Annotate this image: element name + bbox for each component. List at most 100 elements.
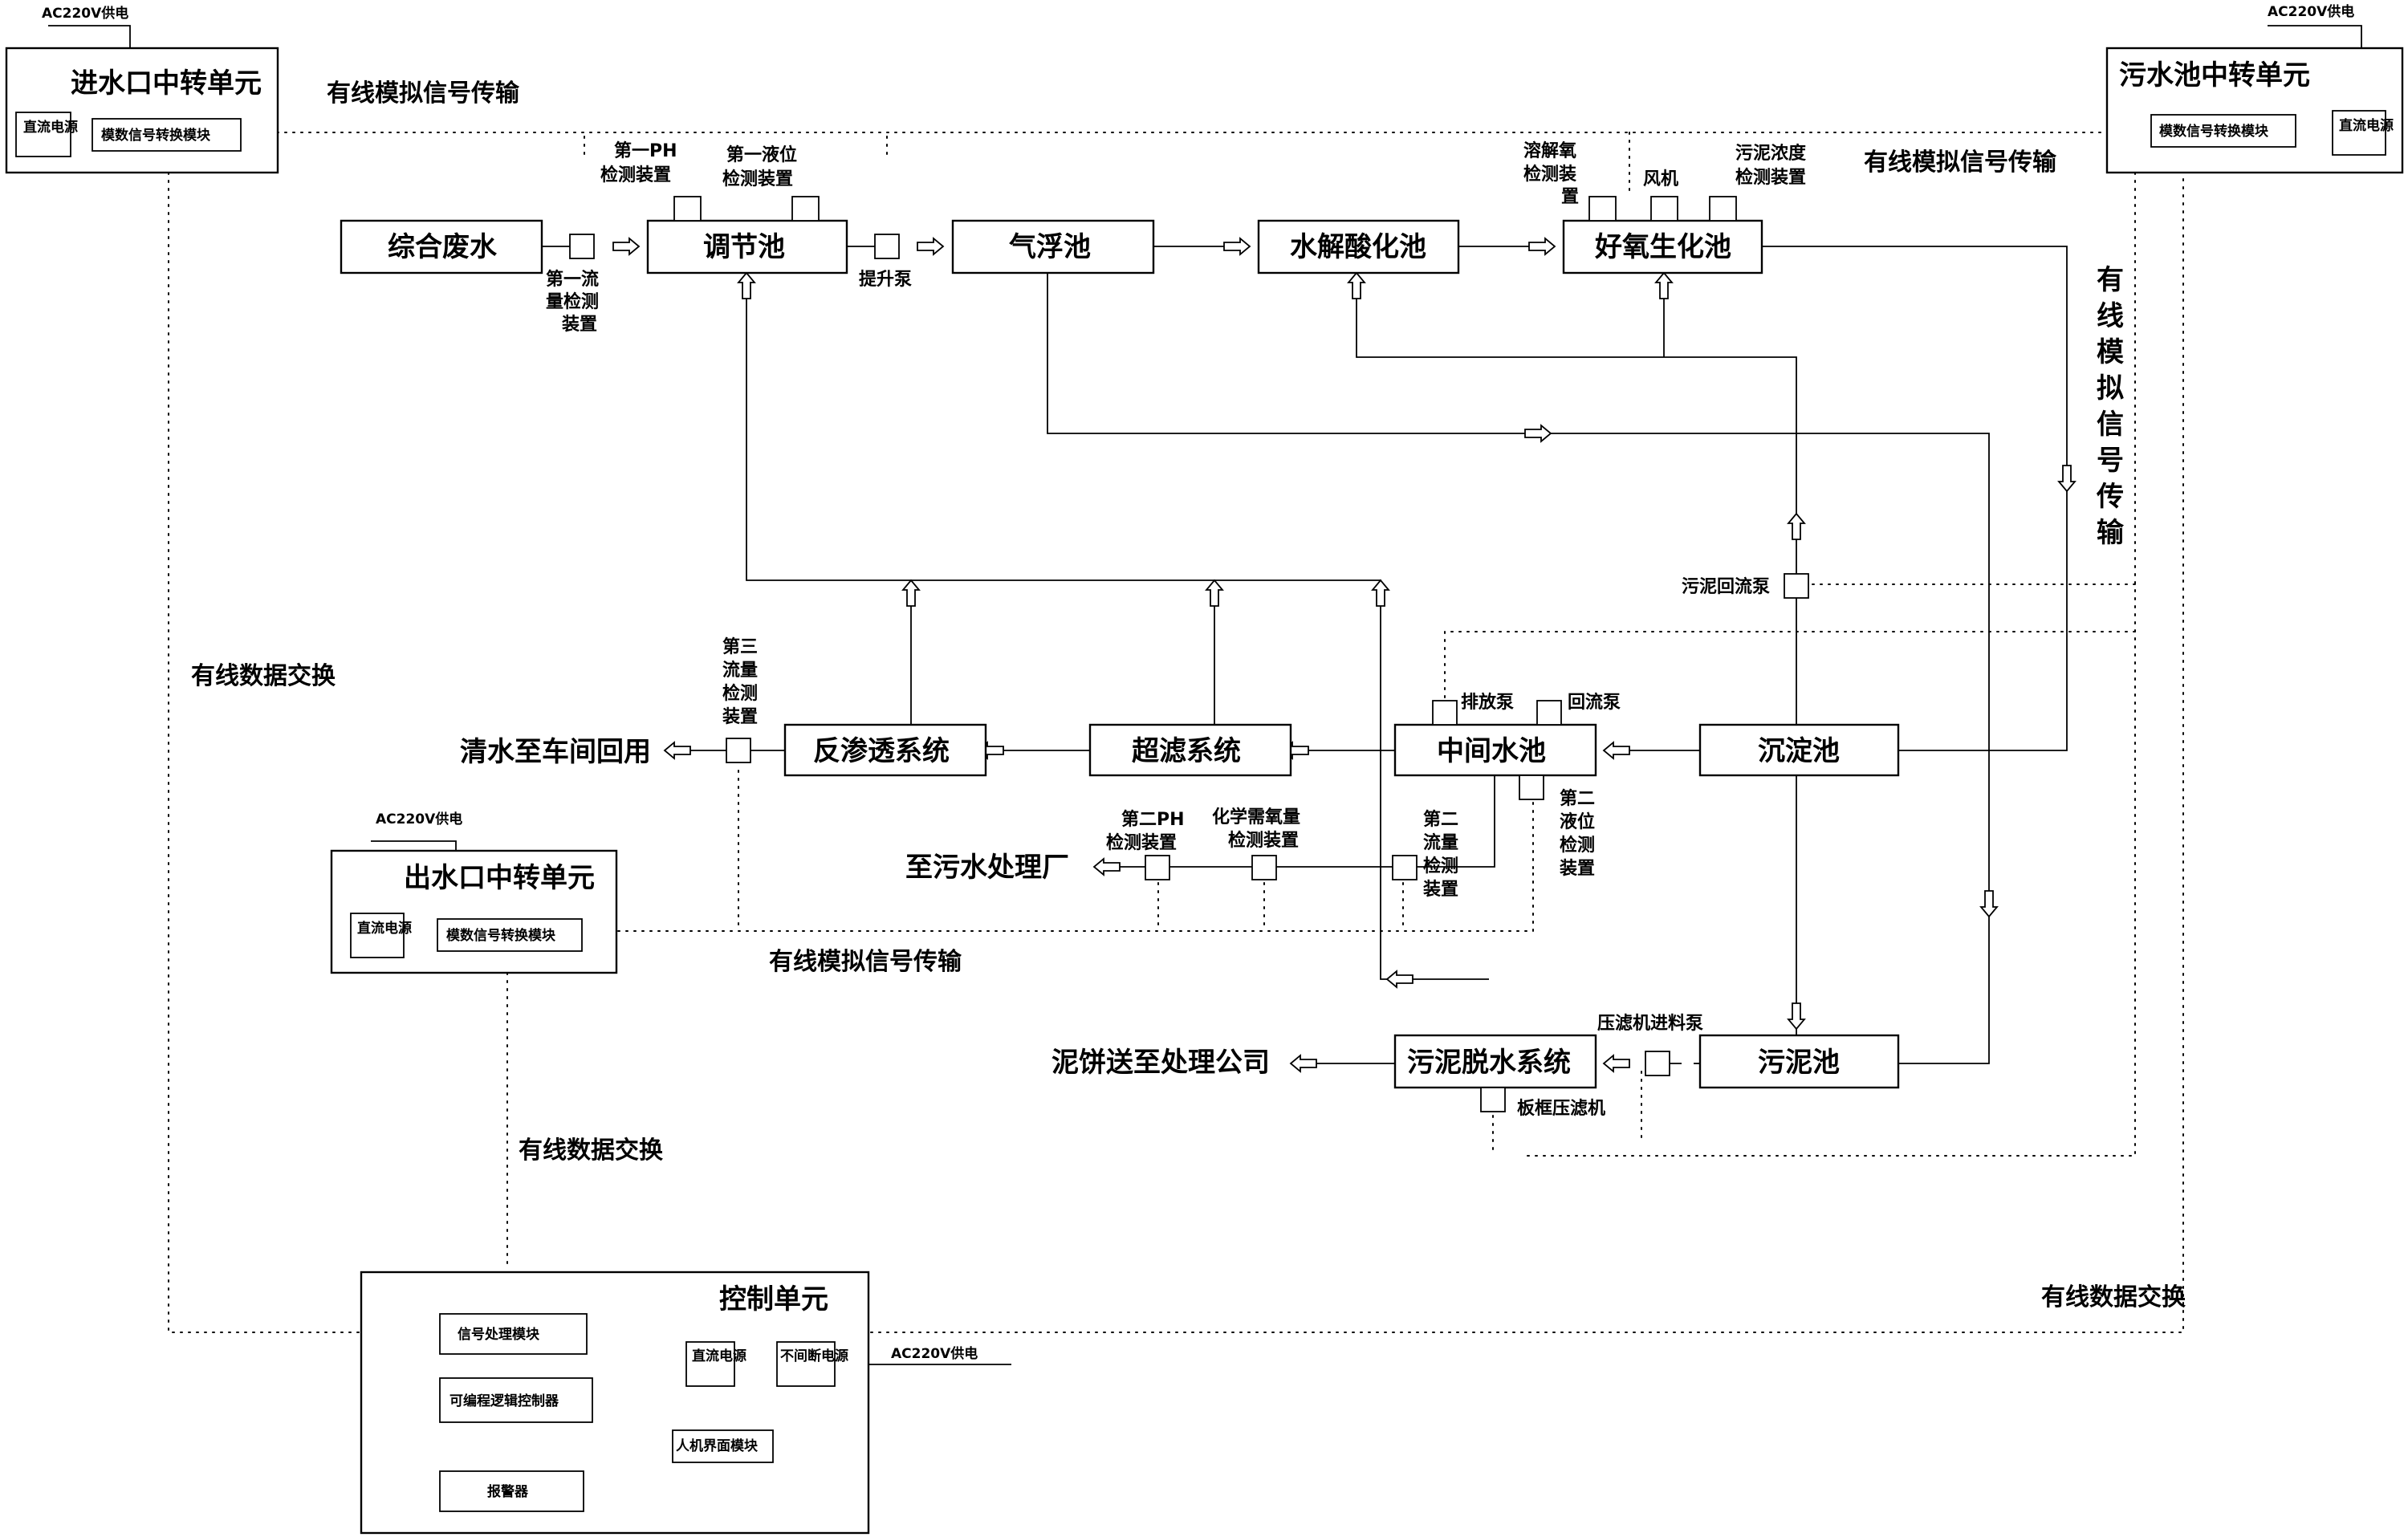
- control-ac-supply: AC220V供电: [891, 1345, 978, 1362]
- aerobic-tank-label: 好氧生化池: [1594, 231, 1731, 263]
- sewage-converter-label: 模数信号转换模块: [2159, 123, 2269, 140]
- data-middle-label: 有线数据交换: [519, 1136, 664, 1165]
- flow2-label-4: 装置: [1423, 880, 1458, 900]
- flow1-label-2: 量检测: [546, 291, 599, 312]
- intermediate-tank-label: 中间水池: [1437, 735, 1546, 767]
- do-label-2: 检测装: [1523, 164, 1576, 185]
- filter-feed-pump-label: 压滤机进料泵: [1597, 1014, 1703, 1034]
- dissolved-oxygen-sensor: [1588, 196, 1617, 222]
- signal-lines: [168, 132, 2184, 1333]
- ph-sensor-1: [673, 196, 702, 222]
- plc-label: 可编程逻辑控制器: [449, 1393, 559, 1409]
- ups-label: 不间断电源: [780, 1348, 848, 1364]
- outlet-dc-power-label: 直流电源: [357, 920, 412, 937]
- analog-bottom-label: 有线模拟信号传输: [769, 948, 962, 976]
- level1-label-1: 第一液位: [726, 144, 797, 165]
- ph2-label-1: 第二PH: [1121, 809, 1185, 830]
- level1-label-2: 检测装置: [722, 169, 793, 189]
- sludge-dewatering-label: 污泥脱水系统: [1407, 1047, 1571, 1079]
- flow3-label-3: 检测: [722, 683, 758, 704]
- sludge-concentration-sensor: [1709, 196, 1737, 222]
- analog-top-label: 有线模拟信号传输: [327, 79, 520, 108]
- inlet-relay-title: 进水口中转单元: [71, 67, 262, 100]
- link-labels: 有线模拟信号传输 有线模拟信号传输 有线模拟信号传输 有线数据交换 有线数据交换…: [191, 79, 2186, 1311]
- regulating-tank-label: 调节池: [703, 231, 785, 263]
- analog-vertical-char-2: 线: [2097, 300, 2124, 332]
- sewage-dc-power-label: 直流电源: [2339, 117, 2394, 134]
- outlet-ac-supply: AC220V供电: [376, 811, 462, 827]
- analog-vertical-char-7: 传: [2096, 481, 2124, 513]
- sludge-tank-label: 污泥池: [1758, 1047, 1840, 1079]
- ph1-label-2: 检测装置: [600, 165, 671, 185]
- sludge-tank-box: [1698, 1034, 1900, 1089]
- filter-press: [1480, 1087, 1506, 1112]
- control-dc-power-label: 直流电源: [692, 1348, 746, 1364]
- return-pump: [1536, 700, 1562, 726]
- filter-press-label: 板框压滤机: [1517, 1099, 1605, 1119]
- flow2-label-1: 第二: [1423, 809, 1458, 830]
- reverse-osmosis-label: 反渗透系统: [813, 735, 950, 767]
- level2-label-2: 液位: [1560, 811, 1595, 832]
- control-unit-title: 控制单元: [719, 1283, 828, 1315]
- flotation-tank-box: [951, 219, 1155, 274]
- analog-vertical-char-1: 有: [2097, 264, 2124, 296]
- flow-arrows: [612, 238, 2076, 1072]
- filter-feed-pump: [1645, 1051, 1670, 1076]
- level2-label-1: 第二: [1560, 788, 1595, 809]
- discharge-pump: [1432, 700, 1458, 726]
- alarm-label: 报警器: [487, 1483, 529, 1500]
- flow3-label-2: 流量: [722, 660, 758, 681]
- do-label-1: 溶解氧: [1523, 140, 1576, 161]
- reverse-osmosis-box: [783, 723, 987, 777]
- analog-vertical-char-5: 信: [2097, 409, 2124, 441]
- clean-water-label: 清水至车间回用: [460, 736, 651, 768]
- inlet-ac-supply: AC220V供电: [42, 5, 128, 22]
- lift-pump: [874, 234, 900, 259]
- hydrolysis-tank-box: [1257, 219, 1460, 274]
- level-sensor-2: [1519, 775, 1544, 800]
- inlet-relay-unit: 进水口中转单元 直流电源 模数信号转换模块 AC220V供电: [5, 5, 279, 174]
- discharge-pump-label: 排放泵: [1461, 692, 1514, 713]
- outlet-relay-title: 出水口中转单元: [404, 862, 595, 894]
- ultrafiltration-label: 超滤系统: [1132, 735, 1241, 767]
- sewage-relay-title: 污水池中转单元: [2119, 59, 2310, 91]
- sludge-conc-label-2: 检测装置: [1735, 167, 1806, 188]
- wastewater-label: 综合废水: [388, 231, 498, 263]
- device-labels: 第一PH 检测装置 第一液位 检测装置 第一流 量检测 装置 提升泵 溶解氧 检…: [546, 140, 1807, 1119]
- outlet-converter-label: 模数信号转换模块: [446, 927, 556, 944]
- settling-tank-label: 沉淀池: [1758, 735, 1840, 767]
- blower-label: 风机: [1643, 169, 1678, 189]
- flow2-label-3: 检测: [1423, 856, 1458, 876]
- sewage-relay-unit: 污水池中转单元 模数信号转换模块 直流电源 AC220V供电: [2105, 3, 2404, 174]
- blower: [1650, 196, 1678, 222]
- lift-pump-label: 提升泵: [859, 269, 912, 290]
- wastewater-box: [340, 219, 543, 274]
- flow-sensor-2: [1392, 855, 1418, 880]
- ph-sensor-2: [1145, 855, 1170, 880]
- flow-sensor-1: [569, 234, 595, 259]
- devices: [569, 196, 1809, 1112]
- analog-vertical-char-3: 模: [2097, 336, 2124, 368]
- flow-sensor-3: [726, 738, 751, 763]
- flotation-tank-label: 气浮池: [1008, 231, 1091, 263]
- outlet-relay-unit: 出水口中转单元 直流电源 模数信号转换模块 AC220V供电: [330, 811, 618, 974]
- analog-vertical-char-8: 输: [2097, 517, 2125, 549]
- cod-sensor: [1251, 855, 1277, 880]
- flow3-label-1: 第三: [722, 636, 758, 657]
- ultrafiltration-box: [1088, 723, 1292, 777]
- data-right-label: 有线数据交换: [2041, 1283, 2186, 1311]
- analog-vertical-char-4: 拟: [2097, 372, 2124, 405]
- signal-processing-label: 信号处理模块: [458, 1326, 540, 1343]
- level2-label-4: 装置: [1560, 859, 1595, 879]
- to-plant-label: 至污水处理厂: [905, 852, 1069, 884]
- sludge-return-pump: [1784, 573, 1809, 599]
- level2-label-3: 检测: [1560, 835, 1595, 856]
- analog-vertical-char-6: 号: [2097, 445, 2124, 477]
- flow3-label-4: 装置: [722, 707, 758, 727]
- sludge-return-pump-label: 污泥回流泵: [1682, 576, 1770, 597]
- flow1-label-1: 第一流: [546, 269, 599, 290]
- cod-label-1: 化学需氧量: [1212, 807, 1300, 827]
- analog-right-label: 有线模拟信号传输: [1864, 148, 2057, 177]
- inlet-dc-power-label: 直流电源: [23, 119, 78, 136]
